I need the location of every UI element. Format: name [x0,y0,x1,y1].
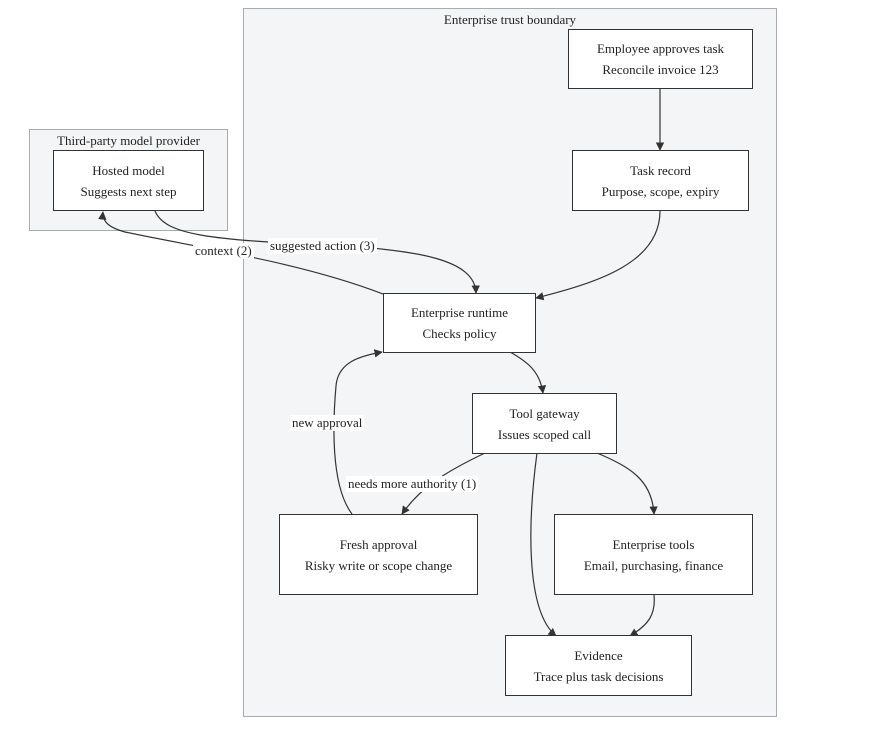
edge-runtime-to-gateway [509,351,547,394]
edge-gateway-to-tools [596,452,658,515]
edge-task-record-to-runtime [535,210,661,301]
edge-tools-to-evidence [629,594,655,637]
node-title: Tool gateway [509,405,580,421]
enterprise-boundary-label: Enterprise trust boundary [443,12,577,27]
edge-label-context: context (2) [193,243,254,259]
edge-label-new-approval: new approval [290,415,365,431]
node-evidence: Evidence Trace plus task decisions [505,635,692,696]
node-title: Task record [630,162,691,178]
enterprise-trust-boundary: Enterprise trust boundary [243,8,777,717]
node-detail: Suggests next step [80,183,177,199]
node-title: Enterprise runtime [410,305,509,320]
edge-label-suggested-action: suggested action (3) [268,238,377,254]
edge-fresh-approval-to-runtime [333,349,383,515]
provider-boundary-label: Third-party model provider [57,133,200,148]
node-title: Evidence [574,647,623,663]
node-enterprise-tools: Enterprise tools Email, purchasing, fina… [554,514,753,595]
node-detail: Trace plus task decisions [533,668,664,684]
edge-runtime-to-hosted-model [98,211,384,295]
node-title: Employee approves task [596,41,725,56]
node-detail: Risky write or scope change [304,557,453,573]
node-detail: Issues scoped call [497,426,592,442]
node-hosted-model: Hosted model Suggests next step [53,150,204,211]
node-detail: Email, purchasing, finance [583,557,724,573]
node-enterprise-runtime: Enterprise runtime Checks policy [383,293,536,353]
node-tool-gateway: Tool gateway Issues scoped call [472,393,617,454]
node-employee-approves-task: Employee approves task Reconcile invoice… [568,29,753,89]
node-fresh-approval: Fresh approval Risky write or scope chan… [279,514,478,595]
node-task-record: Task record Purpose, scope, expiry [572,150,749,211]
node-detail: Purpose, scope, expiry [601,183,720,199]
node-title: Fresh approval [339,536,418,552]
node-title: Enterprise tools [612,536,695,552]
edge-gateway-to-evidence [530,452,557,637]
edge-label-needs-more-authority: needs more authority (1) [346,476,479,492]
node-detail: Reconcile invoice 123 [602,62,719,77]
node-title: Hosted model [92,162,165,178]
node-detail: Checks policy [422,326,497,341]
